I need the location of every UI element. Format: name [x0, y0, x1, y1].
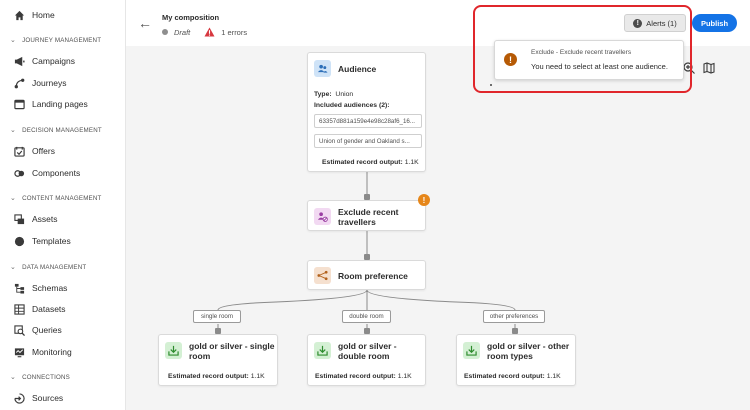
components-icon [14, 169, 25, 177]
back-arrow-icon[interactable]: ← [138, 15, 152, 31]
alert-message[interactable]: You need to select at least one audience… [531, 62, 668, 71]
connector-handle[interactable] [364, 328, 370, 334]
home-icon [14, 10, 25, 20]
connector-handle[interactable] [364, 254, 370, 260]
sidebar-item-templates[interactable]: Templates [14, 234, 71, 248]
section-decision-management[interactable]: ⌄ DECISION MANAGEMENT [10, 126, 102, 135]
audience-icon [314, 60, 331, 77]
error-count[interactable]: 1 errors [221, 27, 248, 37]
map-icon[interactable] [703, 62, 715, 74]
save-icon [314, 342, 331, 359]
canvas-connectors [217, 172, 516, 334]
offer-icon [14, 146, 25, 157]
sidebar-item-label: Home [32, 10, 55, 20]
save-icon [165, 342, 182, 359]
audience-type: Type: Union [314, 91, 354, 98]
chevron-down-icon: ⌄ [10, 195, 17, 202]
save-node[interactable]: gold or silver - single room Estimated r… [158, 334, 278, 386]
save-node[interactable]: gold or silver - other room types Estima… [456, 334, 576, 386]
branch-label[interactable]: double room [342, 310, 391, 323]
save-node-title: gold or silver - single room [189, 341, 275, 361]
monitoring-icon [14, 347, 25, 357]
included-audiences-label: Included audiences (2): [314, 102, 390, 109]
estimated-output: Estimated record output: 1.1K [315, 373, 412, 380]
alerts-button[interactable]: ! Alerts (1) [624, 14, 686, 32]
sidebar-item-offers[interactable]: Offers [14, 144, 55, 158]
sidebar-item-monitoring[interactable]: Monitoring [14, 345, 72, 359]
save-icon [463, 342, 480, 359]
connector-handle[interactable] [215, 328, 221, 334]
sidebar-item-journeys[interactable]: Journeys [14, 76, 67, 90]
alert-title: Exclude - Exclude recent travellers [531, 49, 632, 56]
alert-icon: ! [633, 18, 643, 28]
estimated-output: Estimated record output: 1.1K [168, 373, 265, 380]
page-title: My composition [162, 13, 220, 22]
alert-popover: ! Exclude - Exclude recent travellers Yo… [494, 40, 684, 80]
sidebar-item-components[interactable]: Components [14, 166, 80, 180]
status-text: Draft [174, 27, 191, 37]
connector-handle[interactable] [364, 194, 370, 200]
sidebar-item-datasets[interactable]: Datasets [14, 302, 66, 316]
sidebar-item-sources[interactable]: Sources [14, 391, 63, 405]
composition-canvas[interactable]: Audience Type: Union Included audiences … [126, 46, 750, 410]
save-node-title: gold or silver - double room [338, 341, 397, 361]
exclude-icon [314, 208, 331, 225]
publish-button[interactable]: Publish [692, 14, 737, 32]
included-audience-item[interactable]: 63357d881a159e4e98c28af6_16... [314, 114, 422, 128]
sidebar-item-campaigns[interactable]: Campaigns [14, 54, 75, 68]
connector-handle[interactable] [512, 328, 518, 334]
dataset-icon [14, 303, 25, 315]
status-dot-icon [162, 29, 168, 35]
query-icon [14, 324, 25, 336]
warning-icon: ! [504, 53, 517, 66]
templates-icon [14, 236, 25, 246]
sidebar: Home ⌄ JOURNEY MANAGEMENT Campaigns Jour… [0, 0, 126, 410]
save-node-title: gold or silver - other room types [487, 341, 570, 361]
audience-node[interactable]: Audience Type: Union Included audiences … [307, 52, 426, 172]
chevron-down-icon: ⌄ [10, 374, 17, 381]
page-icon [14, 99, 25, 109]
chevron-down-icon: ⌄ [10, 127, 17, 134]
split-icon [314, 267, 331, 284]
section-data-management[interactable]: ⌄ DATA MANAGEMENT [10, 263, 87, 272]
highlight-annotation [473, 5, 692, 93]
branch-label[interactable]: other preferences [483, 310, 545, 323]
section-journey-management[interactable]: ⌄ JOURNEY MANAGEMENT [10, 36, 102, 45]
schema-icon [14, 283, 25, 294]
assets-icon [14, 213, 25, 224]
exclude-node[interactable]: Exclude recent travellers [307, 200, 426, 231]
sidebar-item-queries[interactable]: Queries [14, 323, 62, 337]
split-title: Room preference [338, 271, 408, 281]
split-node[interactable]: Room preference [307, 260, 426, 290]
branch-label[interactable]: single room [193, 310, 241, 323]
error-triangle-icon [204, 27, 215, 37]
exclude-title: Exclude recent travellers [338, 207, 399, 227]
sidebar-item-landing-pages[interactable]: Landing pages [14, 97, 88, 111]
journey-icon [14, 78, 25, 88]
sidebar-item-assets[interactable]: Assets [14, 212, 58, 226]
included-audience-item[interactable]: Union of gender and Oakland s... [314, 134, 422, 148]
section-content-management[interactable]: ⌄ CONTENT MANAGEMENT [10, 194, 102, 203]
sidebar-item-home[interactable]: Home [14, 8, 55, 22]
sources-icon [14, 392, 25, 404]
megaphone-icon [14, 56, 25, 66]
estimated-output: Estimated record output: 1.1K [322, 159, 419, 166]
status-line: Draft 1 errors [162, 27, 247, 37]
section-connections[interactable]: ⌄ CONNECTIONS [10, 373, 70, 382]
warning-icon[interactable]: ! [418, 194, 430, 206]
chevron-down-icon: ⌄ [10, 264, 17, 271]
estimated-output: Estimated record output: 1.1K [464, 373, 561, 380]
save-node[interactable]: gold or silver - double room Estimated r… [307, 334, 426, 386]
divider-dot [490, 84, 492, 86]
audience-title: Audience [338, 64, 377, 74]
chevron-down-icon: ⌄ [10, 37, 17, 44]
sidebar-item-schemas[interactable]: Schemas [14, 281, 67, 295]
